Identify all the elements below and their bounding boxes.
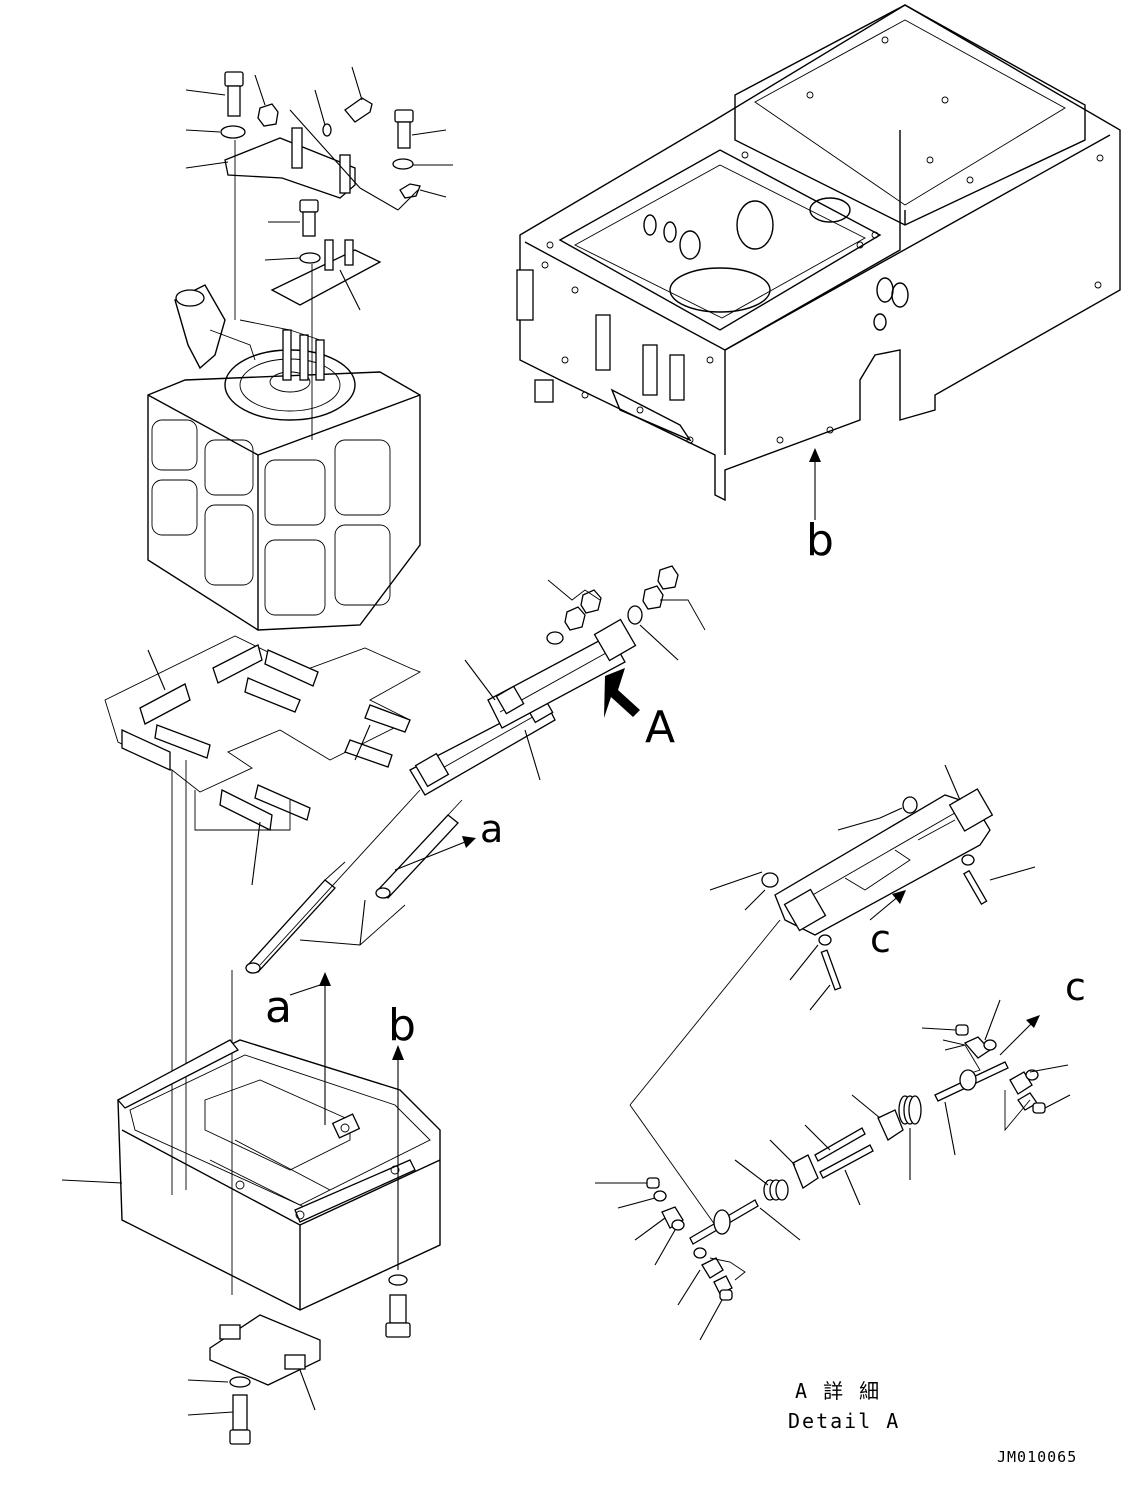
spring-right — [898, 1095, 922, 1180]
top-bolt — [185, 71, 244, 117]
caption-jp: A 詳 細 — [795, 1379, 881, 1403]
mounting-rods: a — [231, 799, 503, 1295]
ref-label-b-bottom: b — [388, 1000, 416, 1051]
view-label-a: A — [645, 702, 675, 753]
chassis-frame: b — [516, 4, 1121, 566]
center-bracket: A — [259, 565, 706, 966]
ref-label-c-upper: c — [870, 917, 891, 961]
frame-bolt-holes — [541, 36, 1104, 444]
detail-a: c c — [595, 764, 1086, 1433]
ref-label-b-top: b — [806, 515, 834, 566]
fuel-tank-assembly — [147, 66, 453, 631]
ref-label-a-right: a — [480, 807, 503, 851]
view-arrow-a — [604, 668, 640, 718]
ref-label-a-left: a — [265, 982, 292, 1033]
rubber-pads — [104, 635, 422, 1195]
spring-left — [734, 1159, 789, 1201]
ref-label-c-lower: c — [1065, 965, 1086, 1009]
right-top-bolt — [394, 109, 447, 149]
drawing-code: JM010065 — [997, 1448, 1077, 1466]
caption-en: Detail A — [788, 1409, 900, 1433]
tank-tray: a b — [61, 972, 441, 1445]
